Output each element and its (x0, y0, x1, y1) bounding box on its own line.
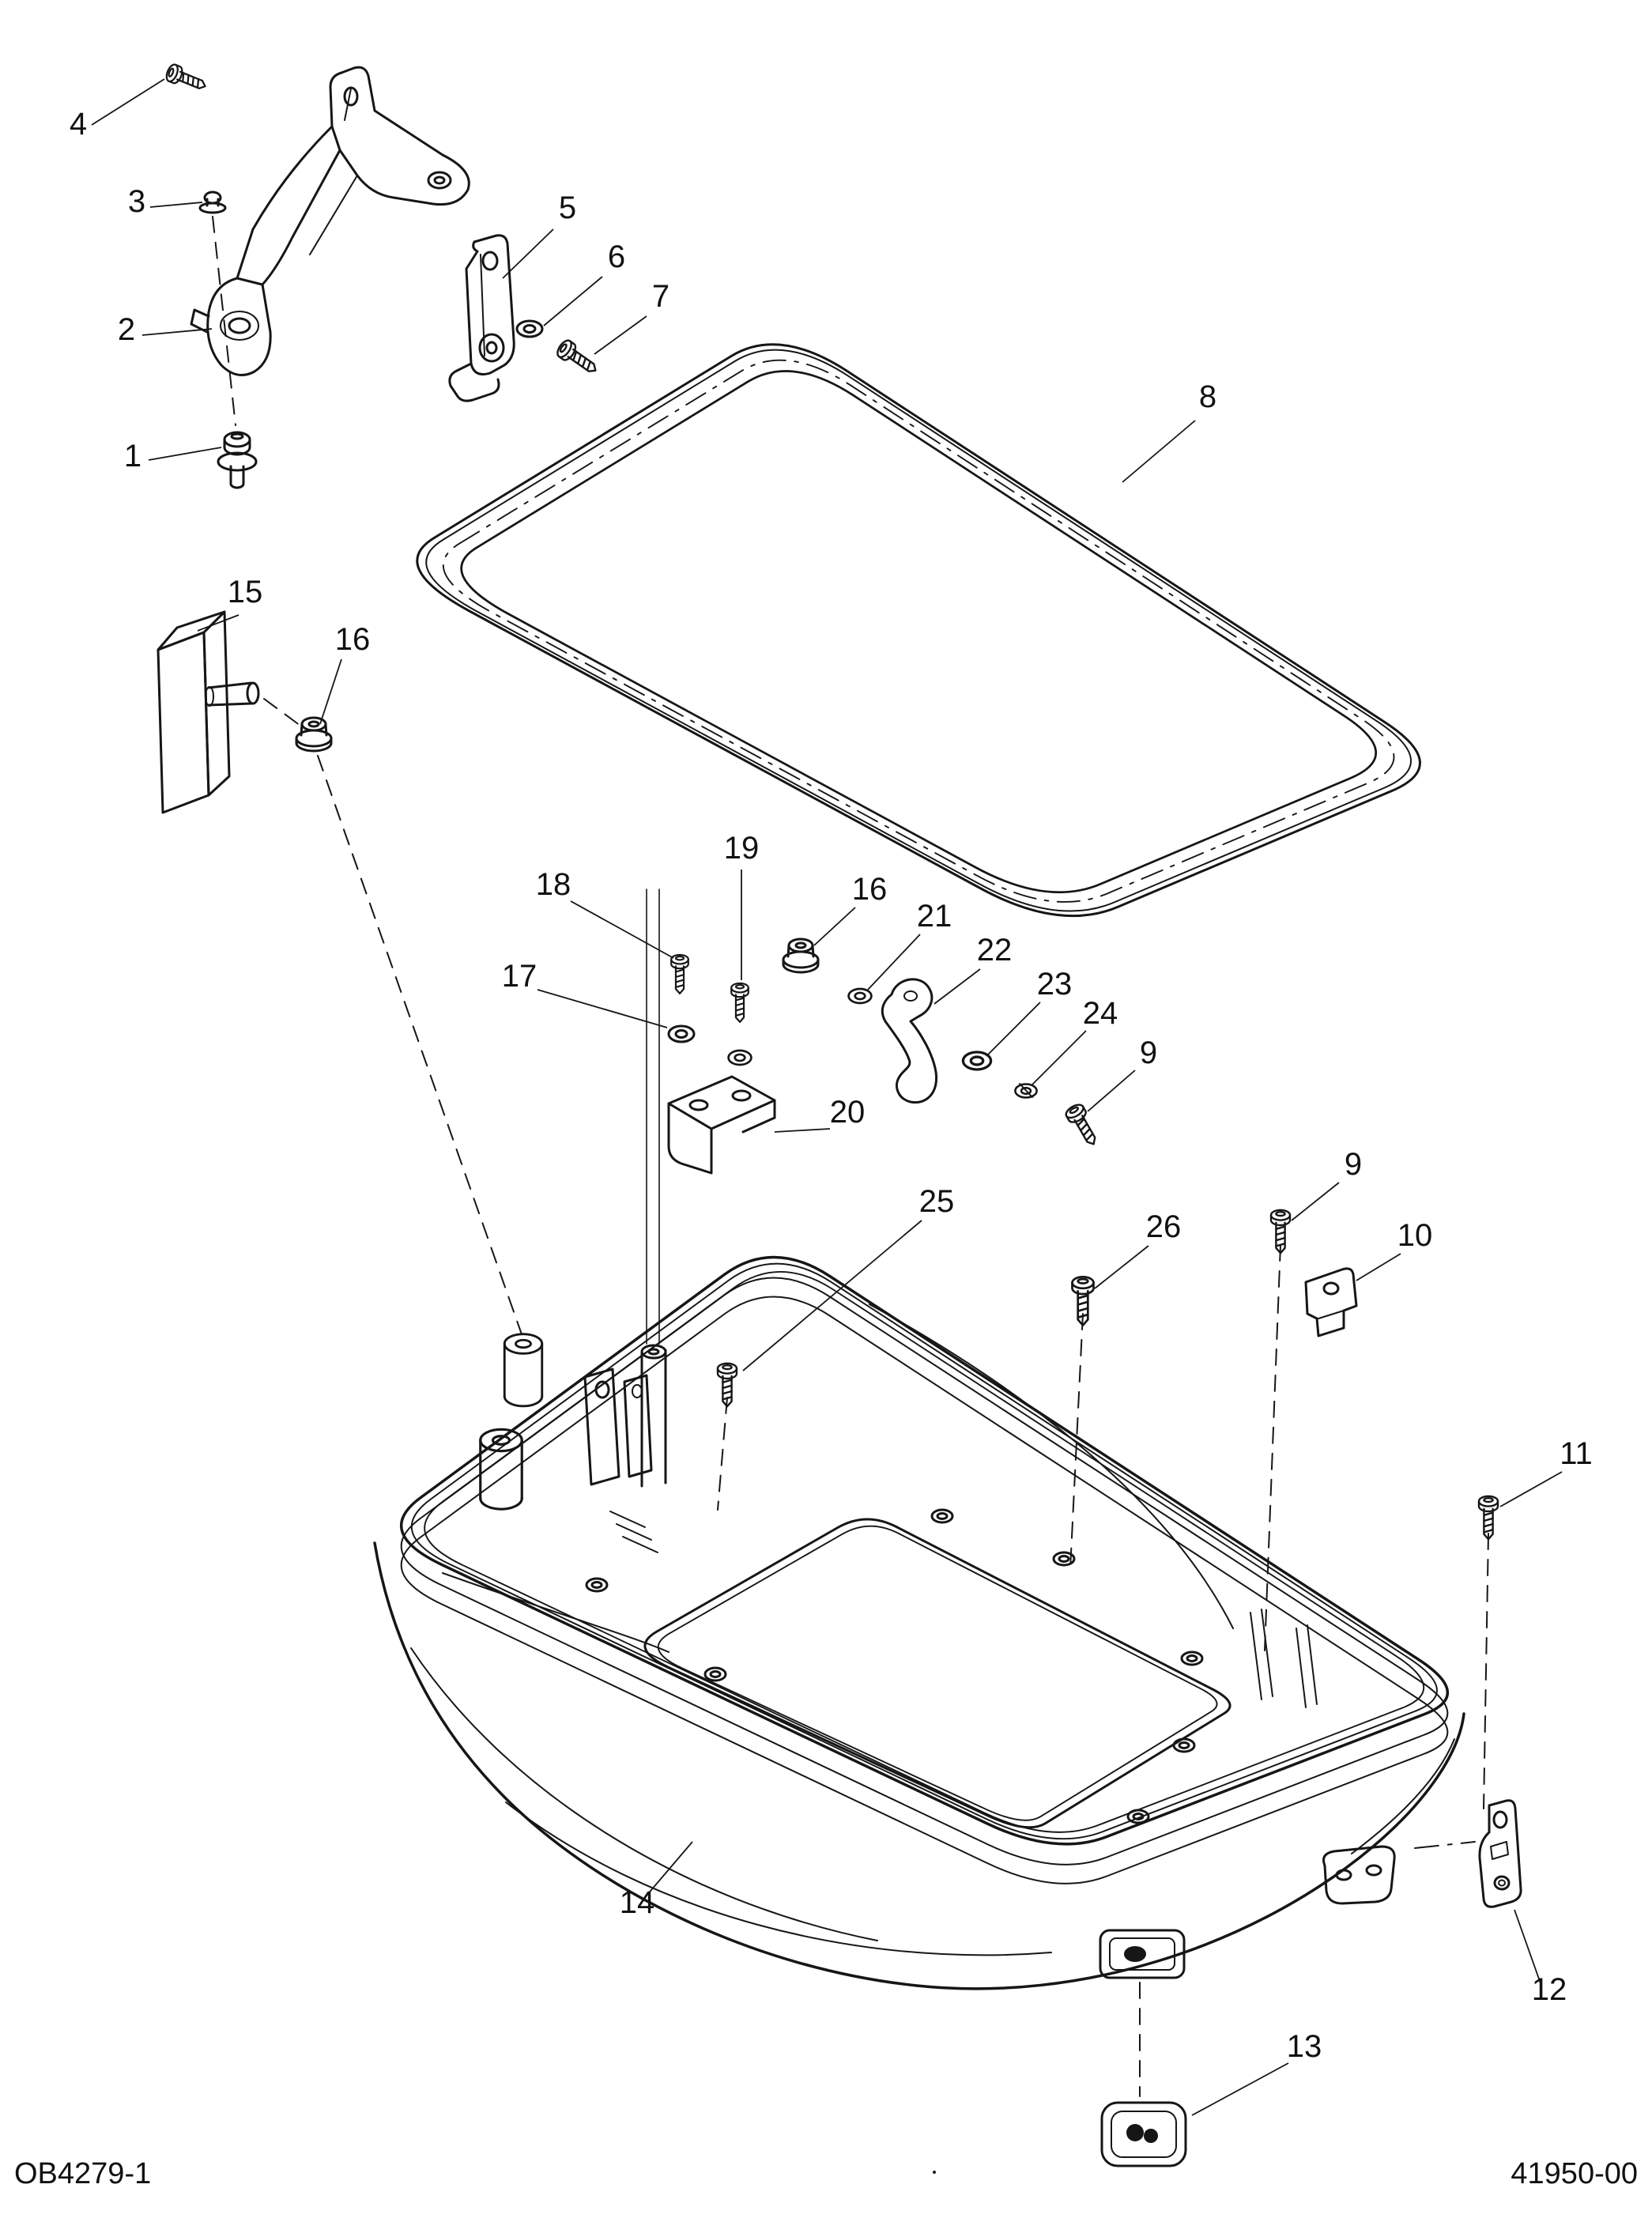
callout-11: 11 (1560, 1436, 1593, 1471)
part-17-washer (667, 1024, 752, 1066)
callout-21: 21 (917, 899, 952, 934)
callout-1: 1 (124, 439, 141, 473)
callout-16b: 16 (852, 872, 888, 907)
callout-2: 2 (118, 312, 135, 347)
part-4-screw (163, 62, 209, 96)
callout-22: 22 (977, 933, 1013, 968)
callout-12: 12 (1532, 1972, 1567, 2007)
callout-10: 10 (1397, 1218, 1433, 1253)
callout-7: 7 (652, 279, 669, 314)
part-24-lock-washer (1014, 1083, 1038, 1099)
drawing-code-left: OB4279-1 (14, 2157, 151, 2190)
part-16-grommet-a (295, 716, 333, 753)
callout-20: 20 (830, 1095, 866, 1130)
callout-8: 8 (1199, 379, 1216, 414)
part-14-bottom-cowl (373, 888, 1465, 1990)
part-5-latch-lever (448, 234, 515, 402)
part-21-washer (847, 987, 873, 1005)
callout-14: 14 (620, 1885, 655, 1920)
callout-9a: 9 (1140, 1036, 1157, 1070)
callout-5: 5 (559, 191, 576, 225)
callout-15: 15 (228, 575, 263, 609)
part-8-seal (416, 343, 1421, 918)
part-22-hook (881, 978, 938, 1104)
part-2-cowl-bracket (190, 66, 470, 376)
drawing-code-right: 41950-00 (1511, 2157, 1638, 2190)
assembly-axis-lines (212, 216, 1489, 2097)
callout-23: 23 (1037, 967, 1073, 1002)
part-23-washer (961, 1051, 993, 1071)
leader-lines (91, 78, 1563, 2116)
callout-16a: 16 (335, 622, 371, 657)
part-7-screw (553, 337, 602, 379)
part-1-screw (217, 431, 258, 489)
callout-9b: 9 (1345, 1147, 1362, 1182)
callout-25: 25 (919, 1184, 955, 1219)
part-16-grommet-b (782, 937, 820, 974)
part-6-washer (515, 319, 544, 338)
part-15-block (157, 610, 260, 814)
callout-4: 4 (70, 107, 87, 141)
part-20-bracket (667, 1075, 776, 1175)
callout-labels: 4 3 2 1 5 6 7 8 15 16 19 18 16 21 22 17 … (70, 107, 1593, 2064)
part-10-bracket (1304, 1267, 1358, 1337)
part-19-screw (730, 982, 749, 1023)
callout-13: 13 (1287, 2029, 1322, 2064)
callout-24: 24 (1083, 996, 1118, 1031)
callout-17: 17 (502, 959, 537, 994)
part-18-screw (670, 953, 689, 994)
part-13-rubber-mount (1100, 2101, 1187, 2167)
callout-3: 3 (128, 184, 145, 219)
page-mark (933, 2171, 936, 2174)
part-9-screw-a (1062, 1101, 1103, 1150)
callout-19: 19 (724, 831, 760, 866)
callout-6: 6 (608, 240, 625, 274)
callout-26: 26 (1146, 1209, 1182, 1244)
callout-18: 18 (536, 867, 571, 902)
footer: OB4279-1 41950-00 (14, 2157, 1638, 2190)
part-12-latch-plate (1478, 1799, 1522, 1908)
part-3-clip-nut (198, 191, 227, 214)
